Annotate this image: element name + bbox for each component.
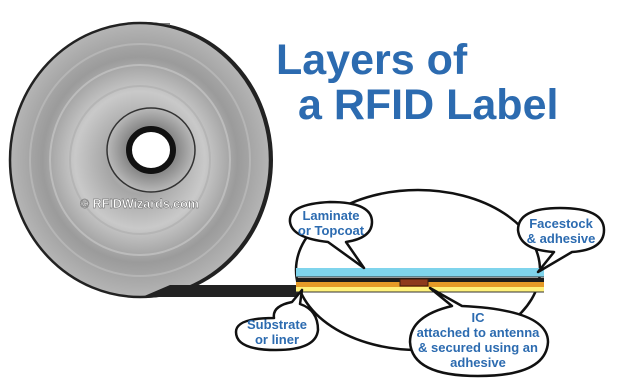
ic-chip bbox=[399, 278, 429, 287]
callout-laminate-line-2: or Topcoat bbox=[298, 223, 365, 238]
callout-substrate-line-2: or liner bbox=[255, 332, 299, 347]
title-line-1: Layers of bbox=[276, 36, 468, 84]
roll-ring bbox=[69, 85, 211, 235]
title-line-2: a RFID Label bbox=[298, 81, 558, 129]
roll-ring bbox=[29, 43, 251, 277]
layer-substrate bbox=[296, 287, 544, 292]
callout-bubble bbox=[288, 200, 374, 270]
label-roll bbox=[8, 21, 273, 299]
layer-stack bbox=[296, 268, 544, 293]
callout-laminate-line-1: Laminate bbox=[302, 208, 359, 223]
callout-substrate: Substrate or liner bbox=[234, 288, 320, 352]
roll-core-hole bbox=[126, 126, 176, 174]
callout-bubble bbox=[516, 206, 606, 274]
callout-ic-line-1: IC bbox=[472, 310, 486, 325]
callout-ic-line-2: attached to antenna bbox=[417, 325, 541, 340]
callout-facestock-line-2: & adhesive bbox=[527, 231, 596, 246]
callout-bubble bbox=[234, 288, 320, 352]
roll-ring bbox=[49, 64, 231, 256]
callout-facestock: Facestock & adhesive bbox=[516, 206, 606, 274]
callout-ic: IC attached to antenna & secured using a… bbox=[408, 286, 550, 378]
callout-facestock-line-1: Facestock bbox=[529, 216, 593, 231]
strip-from-roll bbox=[142, 285, 305, 297]
callout-substrate-line-1: Substrate bbox=[247, 317, 307, 332]
callout-bubble bbox=[408, 286, 550, 378]
watermark-text: © RFIDWizards.com bbox=[80, 197, 199, 211]
layer-laminate bbox=[296, 268, 544, 277]
label-strip bbox=[142, 285, 305, 297]
callout-laminate: Laminate or Topcoat bbox=[288, 200, 374, 270]
callout-ic-line-3: & secured using an bbox=[418, 340, 538, 355]
callout-ic-line-4: adhesive bbox=[450, 355, 506, 370]
